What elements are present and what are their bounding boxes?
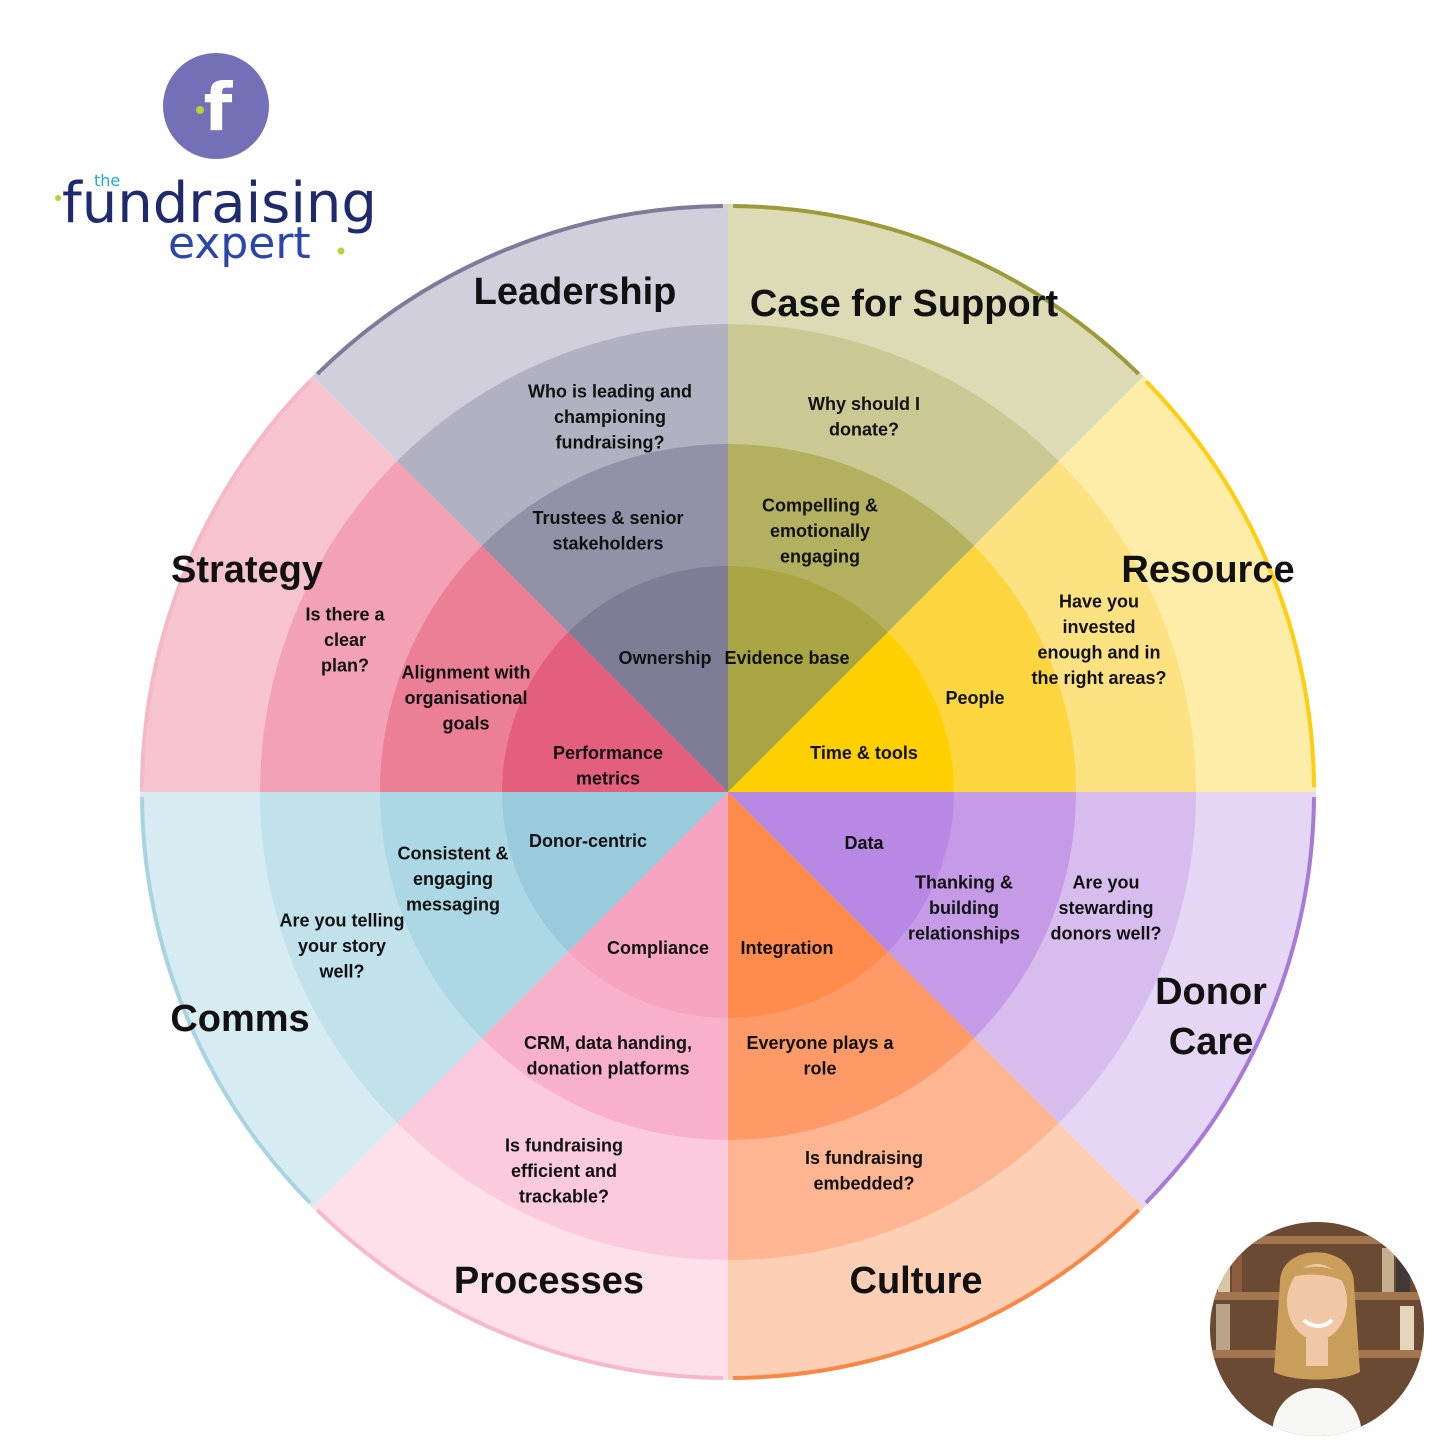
culture-edge-arc [315, 1208, 723, 1380]
brand-logo: f the fundraising expert [52, 52, 382, 272]
logo-dot-left-icon [55, 195, 61, 201]
logo-line-the: the [94, 171, 120, 190]
leadership-segment-ring-4 [728, 566, 888, 792]
comms-title-label: Comms [170, 998, 309, 1040]
comms-edge-arc [140, 379, 312, 787]
author-portrait [1210, 1222, 1424, 1436]
case-edge-arc [1144, 379, 1316, 787]
logo-mark-letter: f [204, 69, 234, 146]
culture-segment-ring-4 [568, 792, 728, 1018]
donorcare-segment-ring-4 [728, 792, 888, 1018]
case-inner-label: Evidence base [724, 648, 849, 668]
leadership-inner-label: Ownership [618, 648, 711, 668]
processes-edge-arc [140, 797, 312, 1205]
resource-edge-arc [1144, 797, 1316, 1205]
culture-inner-label: Integration [741, 938, 834, 958]
processes-middle-label: CRM, data handing,donation platforms [524, 1033, 692, 1079]
logo-mark-icon [163, 53, 269, 159]
strategy-edge-arc [315, 204, 723, 376]
processes-inner-label: Compliance [607, 938, 709, 958]
logo-line-expert: expert [168, 218, 311, 269]
resource-segment-ring-4 [728, 792, 954, 952]
donorcare-edge-arc [733, 1208, 1141, 1380]
leadership-title-label: Leadership [474, 271, 677, 313]
strategy-title-label: Strategy [171, 549, 323, 591]
logo-line-fundraising: fundraising [62, 171, 377, 236]
comms-inner-label: Donor-centric [529, 831, 647, 851]
comms-segment-ring-4 [502, 632, 728, 792]
donorcare-inner-label: Data [844, 833, 884, 853]
culture-title-label: Culture [850, 1260, 983, 1302]
resource-middle-label: People [945, 688, 1004, 708]
case-title-label: Case for Support [750, 283, 1059, 325]
leadership-edge-arc [733, 204, 1141, 376]
processes-segment-ring-4 [502, 792, 728, 952]
resource-inner-label: Time & tools [810, 743, 918, 763]
case-segment-ring-4 [728, 632, 954, 792]
resource-title-label: Resource [1121, 549, 1294, 591]
logo-mark-dot-icon [196, 106, 204, 114]
logo-dot-right-icon [337, 247, 345, 255]
processes-title-label: Processes [454, 1260, 644, 1302]
strategy-segment-ring-4 [568, 566, 728, 792]
